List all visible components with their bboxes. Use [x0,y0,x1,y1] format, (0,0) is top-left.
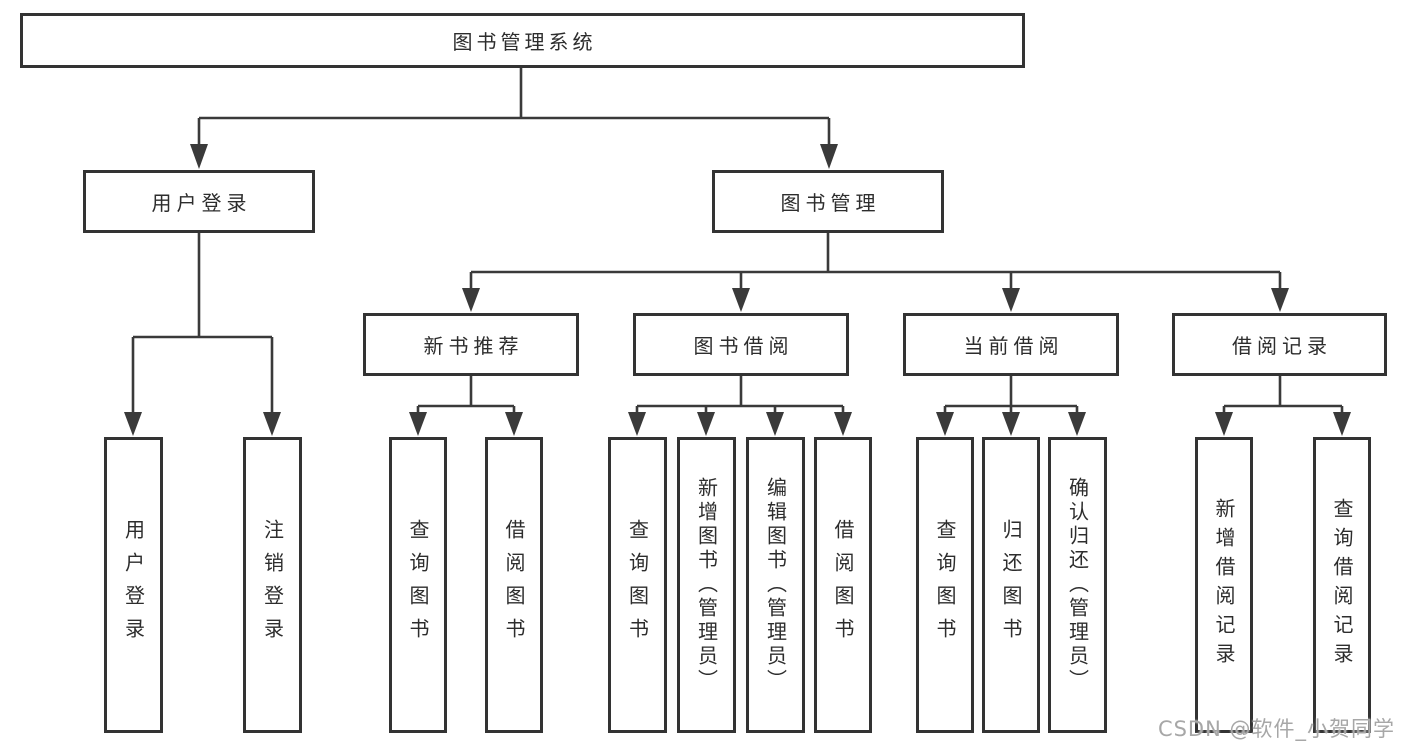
leaf-return-books-label: 归还图书 [999,519,1023,651]
leaf-recommend-query-books-label: 查询图书 [406,519,430,651]
node-root-system: 图书管理系统 [20,13,1025,68]
node-book-borrowing-label: 图书借阅 [693,334,794,358]
leaf-borrow-books: 借阅图书 [814,437,872,733]
leaf-recommend-query-books: 查询图书 [389,437,447,733]
node-book-management: 图书管理 [712,170,944,233]
leaf-query-borrow-record: 查询借阅记录 [1313,437,1371,733]
node-new-book-recommendation-label: 新书推荐 [423,334,524,358]
leaf-add-borrow-record: 新增借阅记录 [1195,437,1253,733]
leaf-borrow-books-label: 借阅图书 [831,519,855,651]
leaf-borrow-query-books: 查询图书 [608,437,667,733]
leaf-user-login: 用户登录 [104,437,163,733]
node-book-borrowing: 图书借阅 [633,313,849,376]
node-borrowing-records: 借阅记录 [1172,313,1387,376]
leaf-edit-books-admin-label: 编辑图书（管理员） [763,477,788,693]
leaf-logout: 注销登录 [243,437,302,733]
leaf-query-borrow-record-label: 查询借阅记录 [1330,498,1354,672]
leaf-confirm-return-admin: 确认归还（管理员） [1048,437,1107,733]
leaf-edit-books-admin: 编辑图书（管理员） [746,437,805,733]
leaf-add-books-admin: 新增图书（管理员） [677,437,736,733]
node-borrowing-records-label: 借阅记录 [1232,334,1332,358]
leaf-borrow-query-books-label: 查询图书 [625,519,650,651]
node-root-system-label: 图书管理系统 [452,30,597,54]
node-current-borrowing-label: 当前借阅 [963,334,1064,358]
node-user-login-label: 用户登录 [151,191,252,215]
leaf-return-books: 归还图书 [982,437,1040,733]
leaf-add-borrow-record-label: 新增借阅记录 [1212,498,1236,672]
leaf-current-query-books-label: 查询图书 [933,519,957,651]
node-book-management-label: 图书管理 [780,191,881,215]
node-current-borrowing: 当前借阅 [903,313,1119,376]
csdn-watermark: CSDN @软件_小贺同学 [1157,717,1395,741]
leaf-recommend-borrow-books-label: 借阅图书 [502,519,526,651]
leaf-logout-label: 注销登录 [260,519,285,651]
leaf-add-books-admin-label: 新增图书（管理员） [694,477,719,693]
node-new-book-recommendation: 新书推荐 [363,313,579,376]
leaf-user-login-label: 用户登录 [121,519,146,651]
leaf-current-query-books: 查询图书 [916,437,974,733]
node-user-login: 用户登录 [83,170,315,233]
leaf-confirm-return-admin-label: 确认归还（管理员） [1065,477,1090,693]
leaf-recommend-borrow-books: 借阅图书 [485,437,543,733]
